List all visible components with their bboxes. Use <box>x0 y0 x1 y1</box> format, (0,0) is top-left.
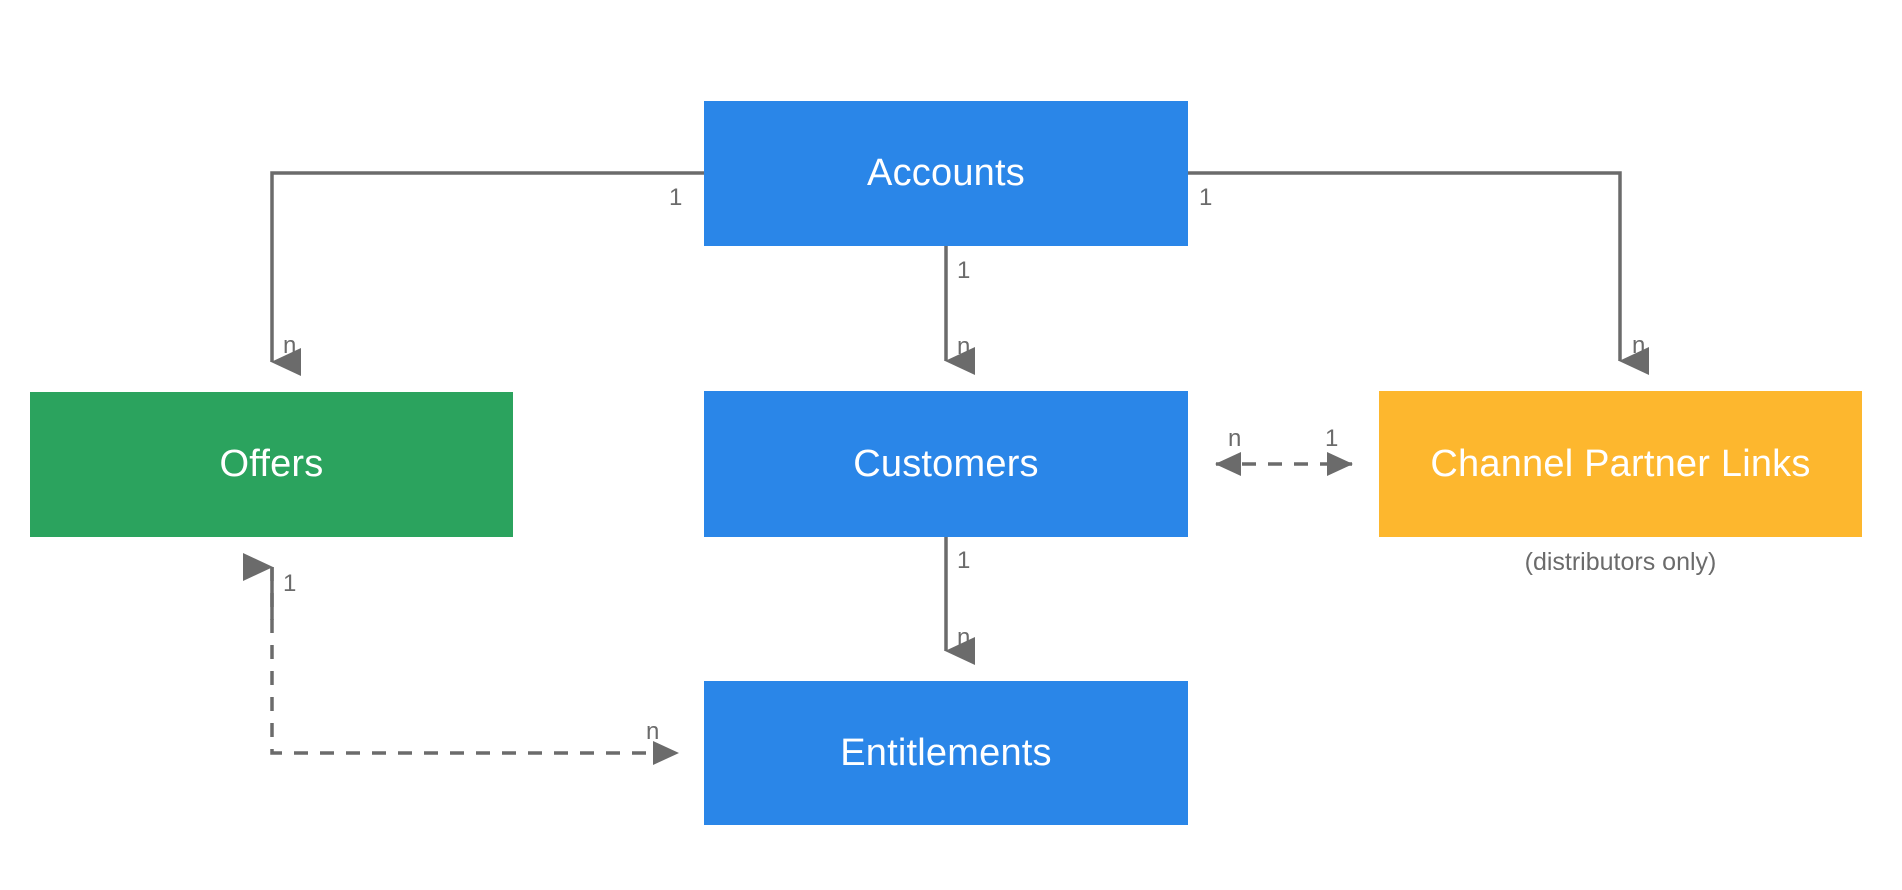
label-customers-entitlements-target: n <box>957 624 971 651</box>
node-entitlements-label: Entitlements <box>840 731 1052 774</box>
node-channel-partner-links-label: Channel Partner Links <box>1430 442 1811 485</box>
label-offers-entitlements-source: 1 <box>283 570 297 597</box>
label-accounts-customers-source: 1 <box>957 257 971 284</box>
label-offers-entitlements-target: n <box>646 718 660 745</box>
edge-accounts-cpl <box>1188 171 1649 375</box>
label-customers-cpl-target: 1 <box>1325 425 1339 452</box>
label-accounts-offers-target: n <box>283 332 297 359</box>
node-offers-label: Offers <box>219 443 324 485</box>
label-accounts-offers-source: 1 <box>669 184 683 211</box>
edge-offers-entitlements-h <box>270 567 679 765</box>
label-customers-entitlements-source: 1 <box>957 547 971 574</box>
label-accounts-cpl-source: 1 <box>1199 184 1213 211</box>
label-accounts-customers-target: n <box>957 333 971 360</box>
node-accounts[interactable]: Accounts <box>704 101 1188 246</box>
node-channel-partner-links[interactable]: Channel Partner Links <box>1379 391 1862 537</box>
node-customers[interactable]: Customers <box>704 391 1188 537</box>
node-accounts-label: Accounts <box>867 152 1025 194</box>
node-customers-label: Customers <box>853 442 1039 485</box>
node-offers[interactable]: Offers <box>30 392 513 537</box>
label-accounts-cpl-target: n <box>1632 332 1646 359</box>
label-customers-cpl-source: n <box>1228 425 1242 452</box>
channel-partner-links-note: (distributors only) <box>1524 548 1717 576</box>
edge-accounts-offers <box>270 171 704 376</box>
node-entitlements[interactable]: Entitlements <box>704 681 1188 825</box>
